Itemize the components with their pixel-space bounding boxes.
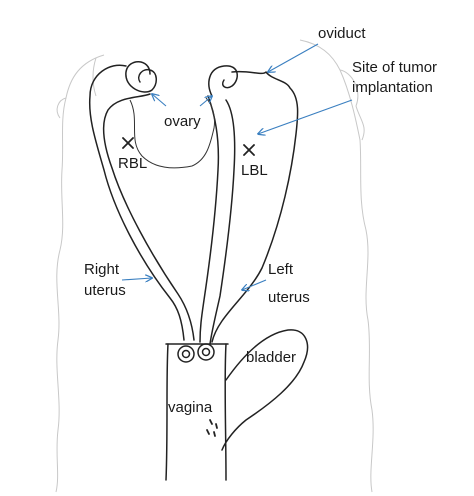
arrow-left-uterus bbox=[242, 279, 267, 290]
lbl-marker bbox=[243, 144, 255, 156]
left-uterine-horn bbox=[199, 65, 299, 345]
label-ovary: ovary bbox=[164, 113, 201, 130]
arrow-oviduct bbox=[268, 43, 319, 72]
label-left-line1: Left bbox=[268, 261, 294, 278]
vagina-body bbox=[165, 343, 229, 481]
label-site-line2: implantation bbox=[352, 79, 433, 96]
ovarian-fat-pad bbox=[129, 97, 215, 169]
arrow-ovary-left bbox=[152, 94, 167, 107]
label-right-line2: uterus bbox=[84, 282, 126, 299]
body-outline-sketch bbox=[55, 39, 374, 493]
annotation-arrows bbox=[121, 43, 353, 290]
arrow-ovary-right bbox=[199, 96, 212, 107]
label-lbl: LBL bbox=[241, 162, 268, 179]
label-oviduct: oviduct bbox=[318, 25, 366, 42]
label-bladder: bladder bbox=[246, 349, 296, 366]
label-left-line2: uterus bbox=[268, 289, 310, 306]
label-rbl: RBL bbox=[118, 155, 147, 172]
arrow-site bbox=[258, 99, 353, 134]
bladder bbox=[221, 329, 309, 451]
label-site-line1: Site of tumor bbox=[352, 59, 437, 76]
vaginal-marks bbox=[206, 419, 218, 437]
label-vagina: vagina bbox=[168, 399, 213, 416]
label-right-line1: Right bbox=[84, 261, 120, 278]
rbl-marker bbox=[122, 137, 134, 149]
arrow-right-uterus bbox=[121, 278, 152, 280]
right-uterine-horn bbox=[88, 61, 195, 341]
